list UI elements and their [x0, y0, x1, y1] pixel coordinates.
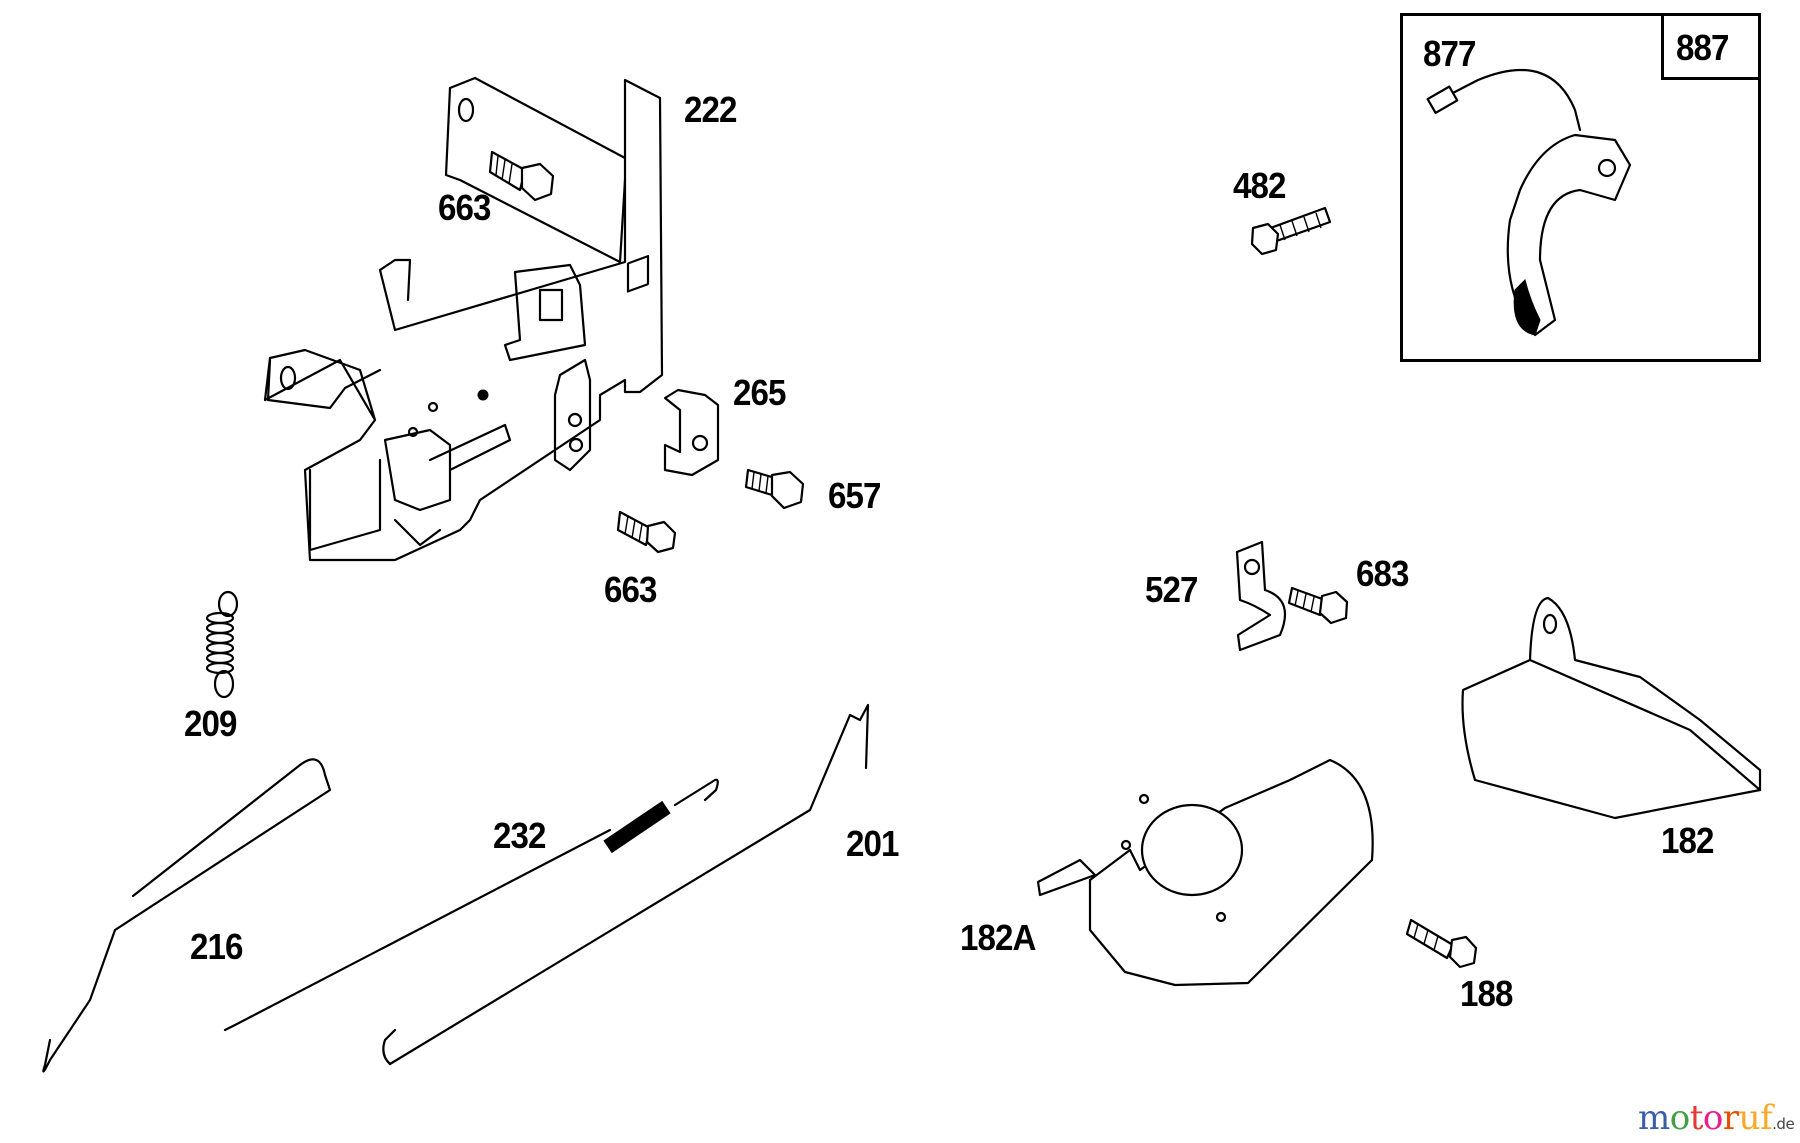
callout-216: 216	[190, 926, 243, 967]
kit-887-label-box	[1661, 13, 1761, 80]
watermark-motoruf: motoruf.de	[1638, 1098, 1795, 1138]
wm-suffix: .de	[1772, 1115, 1795, 1133]
part-663-screw-lower	[616, 510, 677, 554]
part-527-clamp	[1235, 540, 1287, 652]
part-216-choke-link	[42, 758, 332, 1073]
callout-232: 232	[493, 815, 546, 856]
callout-188: 188	[1460, 973, 1513, 1014]
callout-683: 683	[1356, 553, 1409, 594]
wm-letter: m	[1638, 1098, 1670, 1138]
part-265-clip	[663, 388, 720, 477]
callout-182A: 182A	[960, 917, 1036, 958]
part-182-air-guide	[1461, 596, 1762, 820]
wm-letter: o	[1702, 1098, 1723, 1138]
callout-663-upper: 663	[438, 187, 491, 228]
part-201-throttle-link	[382, 703, 870, 1066]
wm-letter: u	[1738, 1098, 1761, 1138]
part-232-governor-link	[223, 778, 719, 1032]
kit-887-frame	[1400, 13, 1761, 362]
part-657-screw	[744, 468, 805, 510]
wm-letter: f	[1760, 1098, 1773, 1138]
callout-527: 527	[1145, 569, 1198, 610]
wm-letter: t	[1689, 1098, 1704, 1138]
callout-201: 201	[846, 823, 899, 864]
callout-265: 265	[733, 372, 786, 413]
part-188-screw	[1405, 918, 1478, 969]
callout-887: 887	[1676, 27, 1729, 68]
callout-182: 182	[1661, 820, 1714, 861]
part-209-spring	[205, 590, 239, 699]
part-222-control-bracket	[263, 76, 664, 562]
part-182A-air-guide	[1036, 758, 1374, 987]
wm-letter: r	[1722, 1098, 1739, 1138]
callout-657: 657	[828, 475, 881, 516]
wm-letter: o	[1669, 1098, 1690, 1138]
part-663-screw-upper	[488, 150, 555, 202]
part-877-armature	[1426, 68, 1632, 337]
callout-663-lower: 663	[604, 569, 657, 610]
callout-222: 222	[684, 89, 737, 130]
part-482-screw	[1250, 206, 1332, 256]
callout-209: 209	[184, 703, 237, 744]
callout-482: 482	[1233, 165, 1286, 206]
part-683-screw	[1287, 586, 1349, 625]
callout-877: 877	[1423, 33, 1476, 74]
